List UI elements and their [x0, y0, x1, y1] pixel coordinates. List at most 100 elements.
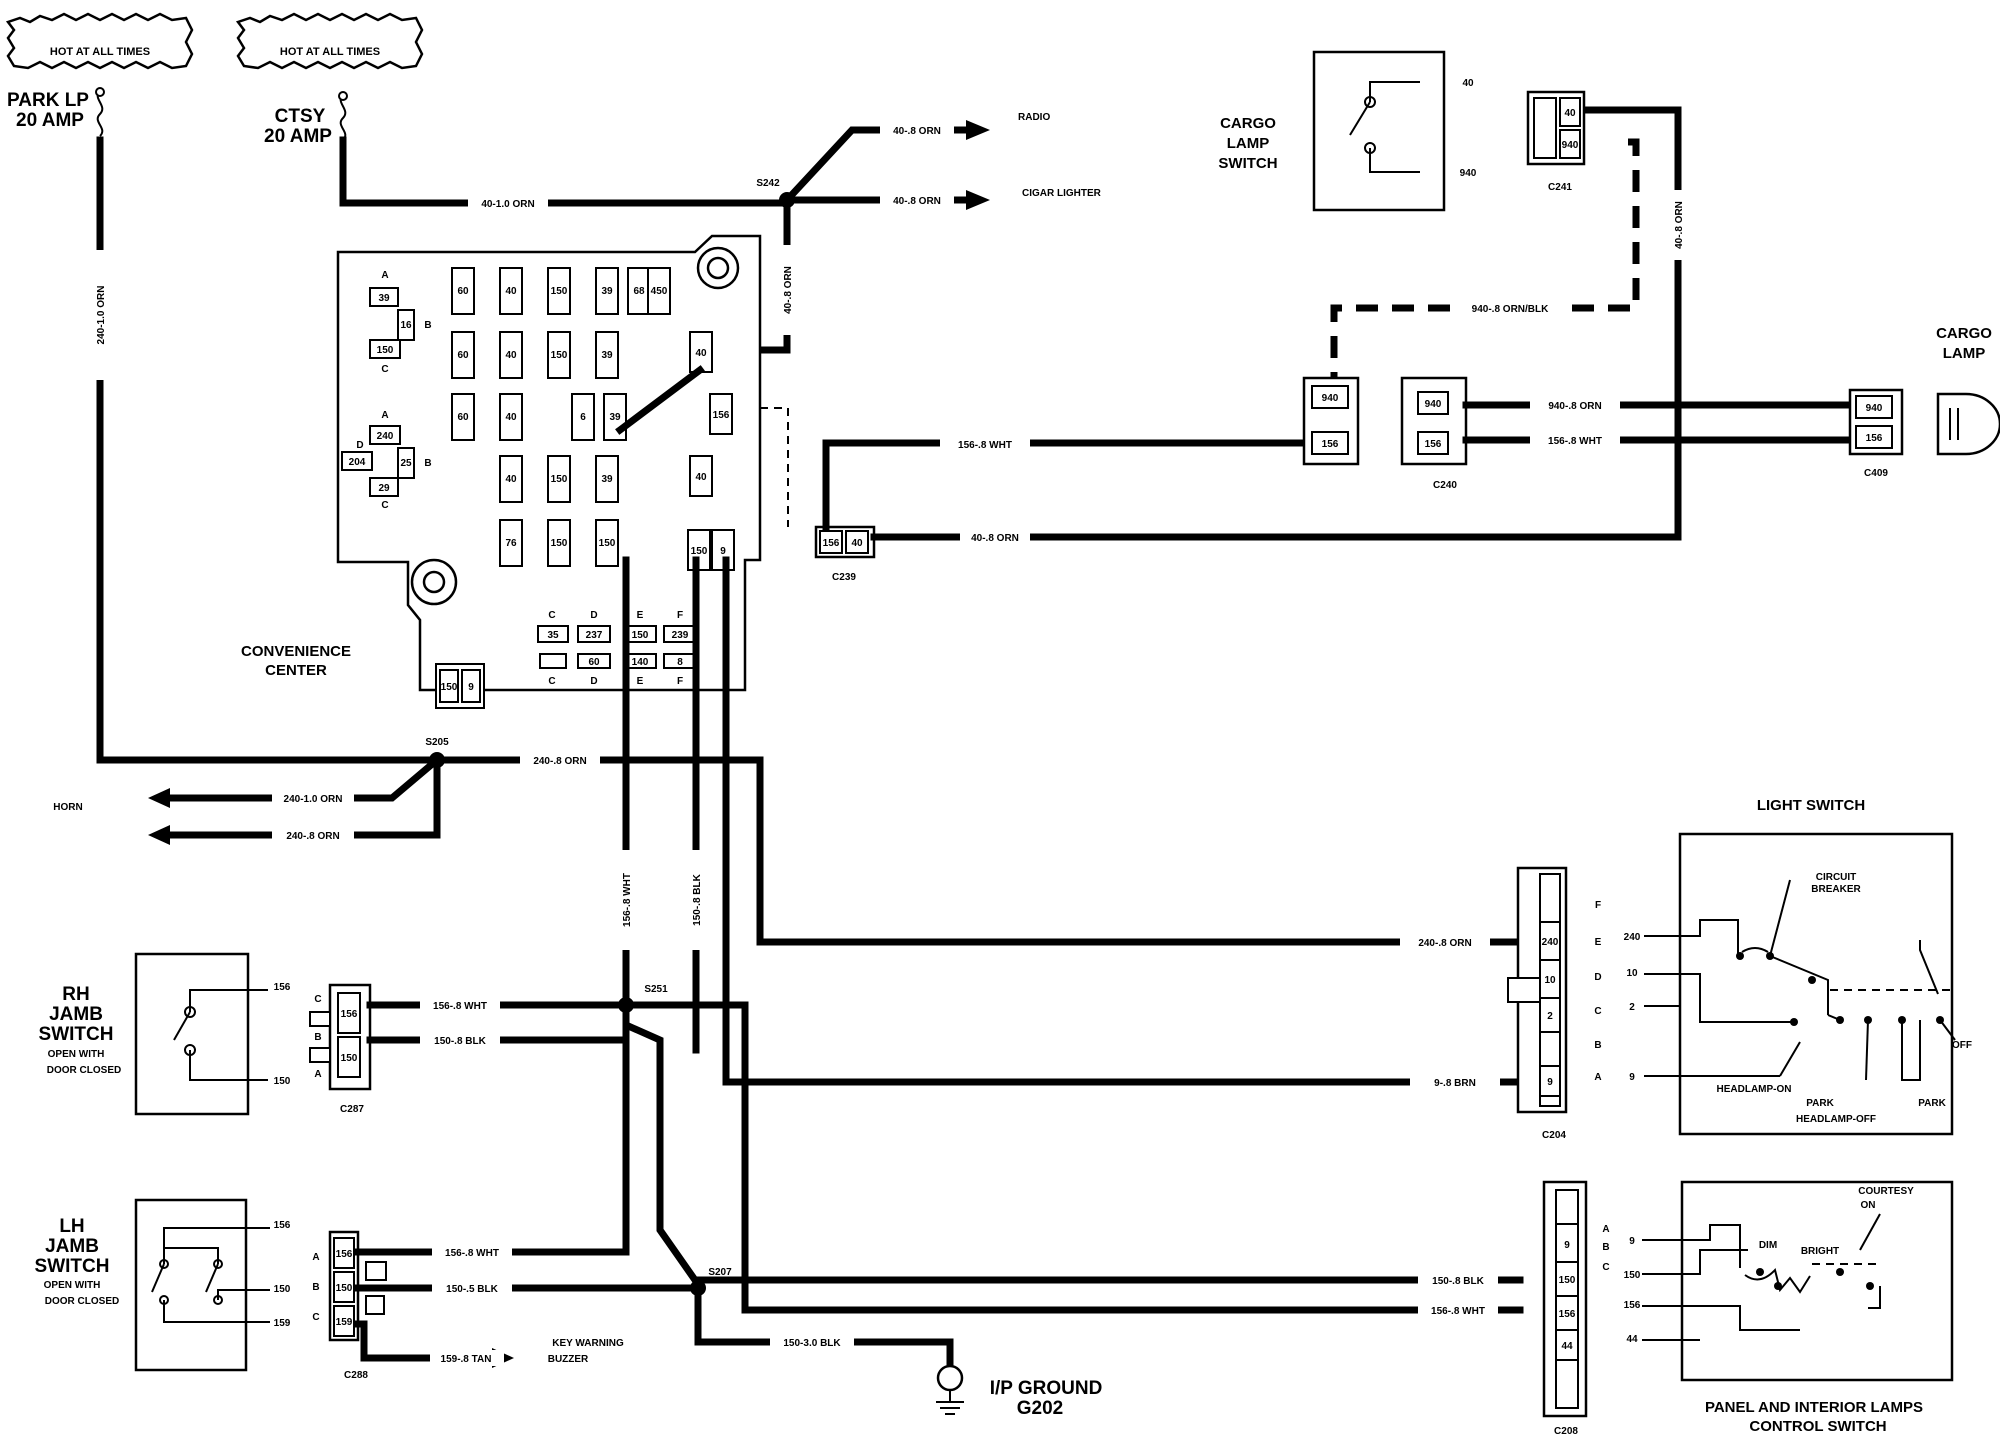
svg-text:450: 450: [651, 286, 668, 297]
svg-text:150: 150: [1624, 1270, 1641, 1281]
svg-text:25: 25: [400, 458, 412, 469]
connector-c240-label: C240: [1433, 480, 1457, 491]
svg-text:39: 39: [601, 474, 613, 485]
svg-text:29: 29: [378, 483, 390, 494]
cargo-lamp-switch: [1312, 50, 1446, 212]
wire-label-9-brn: 9-.8 BRN: [1434, 1078, 1476, 1089]
svg-text:240: 240: [1542, 937, 1559, 948]
park-fuse-label-1: PARK LP: [7, 90, 89, 111]
cargo-switch-label-3: SWITCH: [1218, 155, 1277, 172]
svg-text:LH: LH: [59, 1216, 84, 1237]
svg-text:39: 39: [378, 293, 390, 304]
wire-label-159-tan: 159-.8 TAN: [441, 1354, 492, 1365]
splice-s251-label: S251: [644, 984, 668, 995]
ground-icon: [936, 1364, 964, 1415]
cargo-switch-label-1: CARGO: [1220, 115, 1276, 132]
svg-text:40: 40: [1564, 108, 1576, 119]
radio-label: RADIO: [1018, 112, 1050, 123]
panel-switch-label-1: PANEL AND INTERIOR LAMPS: [1705, 1399, 1923, 1416]
hot-tag-ctsy-text: HOT AT ALL TIMES: [280, 46, 380, 58]
svg-text:150: 150: [274, 1076, 291, 1087]
svg-text:6: 6: [580, 412, 586, 423]
svg-text:E: E: [637, 610, 644, 621]
svg-text:E: E: [637, 676, 644, 687]
svg-text:B: B: [312, 1282, 319, 1293]
cigar-lighter-label: CIGAR LIGHTER: [1022, 188, 1102, 199]
panel-switch-label-2: CONTROL SWITCH: [1749, 1418, 1886, 1435]
svg-text:B: B: [314, 1032, 321, 1043]
svg-text:44: 44: [1561, 1341, 1573, 1352]
svg-text:9: 9: [720, 546, 726, 557]
cargo-lamp-label-1: CARGO: [1936, 325, 1992, 342]
svg-text:60: 60: [588, 657, 600, 668]
svg-text:39: 39: [601, 286, 613, 297]
svg-text:40: 40: [695, 472, 707, 483]
svg-text:9: 9: [1629, 1236, 1635, 1247]
wire-label-150-vert: 150-.8 BLK: [692, 873, 703, 925]
svg-text:156: 156: [1322, 439, 1339, 450]
svg-text:150: 150: [599, 538, 616, 549]
wire-label-156-vert: 156-.8 WHT: [622, 873, 633, 927]
svg-text:150: 150: [441, 682, 458, 693]
svg-text:159: 159: [336, 1317, 353, 1328]
wire-label-40-c241: 40-.8 ORN: [1674, 201, 1685, 249]
svg-text:156: 156: [1425, 439, 1442, 450]
svg-text:156: 156: [823, 538, 840, 549]
svg-text:C: C: [1594, 1006, 1601, 1017]
svg-text:940: 940: [1322, 393, 1339, 404]
svg-text:39: 39: [601, 350, 613, 361]
convenience-center-label-2: CENTER: [265, 662, 327, 679]
svg-text:40: 40: [505, 350, 517, 361]
connector-c240-left: 940 156: [1302, 376, 1360, 466]
wire-label-240-8-horn: 240-.8 ORN: [286, 831, 339, 842]
svg-text:40: 40: [505, 412, 517, 423]
svg-text:156: 156: [713, 410, 730, 421]
svg-text:DIM: DIM: [1759, 1240, 1777, 1251]
svg-text:60: 60: [457, 412, 469, 423]
svg-text:150: 150: [691, 546, 708, 557]
svg-text:239: 239: [672, 630, 689, 641]
connector-c241: 40 940: [1526, 90, 1586, 166]
svg-text:150: 150: [341, 1053, 358, 1064]
svg-text:BREAKER: BREAKER: [1811, 884, 1861, 895]
splice-s205-label: S205: [425, 737, 449, 748]
svg-text:SWITCH: SWITCH: [35, 1256, 110, 1277]
svg-text:C: C: [312, 1312, 319, 1323]
svg-text:DOOR CLOSED: DOOR CLOSED: [45, 1296, 119, 1307]
svg-text:16: 16: [400, 320, 412, 331]
horn-label: HORN: [53, 802, 82, 813]
svg-text:35: 35: [547, 630, 559, 641]
svg-text:240: 240: [377, 431, 394, 442]
park-fuse-label-2: 20 AMP: [16, 110, 84, 131]
wire-label-240-10-horn: 240-1.0 ORN: [284, 794, 343, 805]
svg-text:F: F: [677, 610, 683, 621]
ctsy-fuse-label-2: 20 AMP: [264, 126, 332, 147]
svg-text:150: 150: [551, 286, 568, 297]
svg-text:OPEN WITH: OPEN WITH: [44, 1280, 101, 1291]
svg-text:40: 40: [851, 538, 863, 549]
svg-text:JAMB: JAMB: [45, 1236, 99, 1257]
svg-text:D: D: [1594, 972, 1601, 983]
lh-jamb-switch: [134, 1198, 270, 1372]
cargo-lamp-icon: [1936, 392, 2000, 456]
svg-text:150: 150: [551, 474, 568, 485]
svg-text:HEADLAMP-ON: HEADLAMP-ON: [1717, 1084, 1792, 1095]
cargo-lamp-label-2: LAMP: [1943, 345, 1986, 362]
svg-text:40: 40: [695, 348, 707, 359]
svg-text:60: 60: [457, 350, 469, 361]
svg-text:C: C: [1602, 1262, 1609, 1273]
svg-text:2: 2: [1547, 1011, 1553, 1022]
svg-text:9: 9: [1564, 1240, 1570, 1251]
connector-c241-label: C241: [1548, 182, 1572, 193]
wire-label-156-c239: 156-.8 WHT: [958, 440, 1012, 451]
svg-text:150: 150: [551, 350, 568, 361]
svg-text:159: 159: [274, 1318, 291, 1329]
svg-text:150: 150: [336, 1283, 353, 1294]
connector-c288: 156 150 159: [328, 1230, 387, 1342]
wire-label-150-lh: 150-.5 BLK: [446, 1284, 498, 1295]
svg-text:D: D: [356, 440, 363, 451]
ctsy-fuse-label-1: CTSY: [275, 106, 326, 127]
svg-text:PARK: PARK: [1806, 1098, 1834, 1109]
svg-text:B: B: [424, 320, 431, 331]
svg-text:39: 39: [609, 412, 621, 423]
